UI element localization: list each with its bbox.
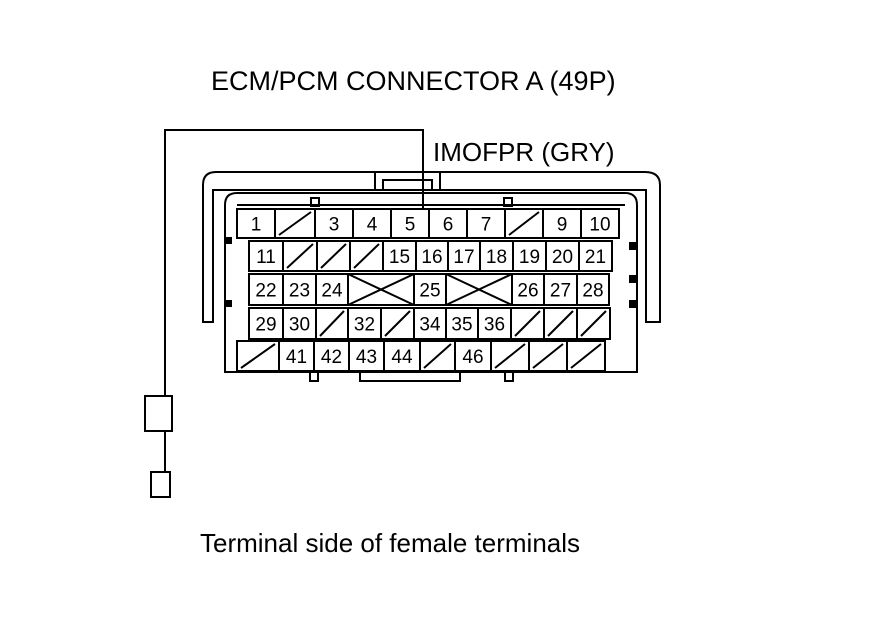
probe-terminal-female bbox=[144, 395, 173, 432]
connector-body bbox=[224, 192, 638, 373]
terminal-19: 19 bbox=[512, 240, 547, 272]
terminal-number: 10 bbox=[589, 215, 610, 236]
terminal-number: 11 bbox=[256, 247, 276, 268]
terminal-number: 42 bbox=[321, 347, 342, 368]
terminal-18: 18 bbox=[479, 240, 514, 272]
diagram-caption: Terminal side of female terminals bbox=[200, 528, 581, 558]
terminal-11: 11 bbox=[248, 240, 284, 272]
terminal-17: 17 bbox=[447, 240, 481, 272]
terminal-number: 23 bbox=[289, 281, 310, 302]
terminal-32: 32 bbox=[347, 307, 382, 340]
terminal-number: 5 bbox=[405, 215, 416, 236]
terminal-27: 27 bbox=[543, 273, 578, 306]
unused-cavity bbox=[576, 307, 611, 340]
terminal-22: 22 bbox=[248, 273, 284, 306]
terminal-number: 16 bbox=[421, 247, 442, 268]
terminal-29: 29 bbox=[248, 307, 284, 340]
terminal-41: 41 bbox=[278, 340, 315, 372]
terminal-35: 35 bbox=[445, 307, 479, 340]
terminal-number: 35 bbox=[451, 315, 472, 336]
terminal-number: 29 bbox=[255, 315, 276, 336]
connector-latch bbox=[374, 172, 441, 190]
terminal-5: 5 bbox=[390, 208, 430, 239]
terminal-number: 9 bbox=[557, 215, 568, 236]
unused-cavity bbox=[528, 340, 568, 372]
terminal-number: 25 bbox=[419, 281, 440, 302]
terminal-number: 43 bbox=[356, 347, 377, 368]
terminal-number: 32 bbox=[354, 315, 375, 336]
terminal-number: 34 bbox=[419, 315, 441, 336]
terminal-6: 6 bbox=[428, 208, 468, 239]
terminal-number: 22 bbox=[255, 281, 276, 302]
terminal-number: 41 bbox=[286, 347, 307, 368]
terminal-3: 3 bbox=[314, 208, 354, 239]
terminal-26: 26 bbox=[511, 273, 545, 306]
blank-double-cavity bbox=[445, 273, 513, 306]
blank-double-cavity bbox=[347, 273, 415, 306]
terminal-9: 9 bbox=[542, 208, 582, 239]
terminal-number: 7 bbox=[481, 215, 492, 236]
terminal-number: 1 bbox=[251, 215, 262, 236]
terminal-16: 16 bbox=[415, 240, 449, 272]
terminal-number: 36 bbox=[484, 315, 505, 336]
terminal-number: 46 bbox=[462, 347, 483, 368]
terminal-36: 36 bbox=[477, 307, 512, 340]
terminal-1: 1 bbox=[236, 208, 276, 239]
terminal-34: 34 bbox=[413, 307, 447, 340]
unused-cavity bbox=[316, 240, 351, 272]
terminal-number: 27 bbox=[550, 281, 571, 302]
terminal-7: 7 bbox=[466, 208, 506, 239]
unused-cavity bbox=[504, 208, 544, 239]
unused-cavity bbox=[274, 208, 316, 239]
unused-cavity bbox=[490, 340, 530, 372]
terminal-number: 4 bbox=[367, 215, 378, 236]
terminal-number: 18 bbox=[486, 247, 507, 268]
diagram-title: ECM/PCM CONNECTOR A (49P) bbox=[211, 66, 616, 96]
terminal-30: 30 bbox=[282, 307, 317, 340]
connector-side-nubs bbox=[226, 237, 636, 308]
terminal-number: 28 bbox=[582, 281, 603, 302]
unused-cavity bbox=[282, 240, 318, 272]
terminal-number: 17 bbox=[453, 247, 474, 268]
unused-cavity bbox=[543, 307, 578, 340]
probe-wire bbox=[164, 129, 424, 472]
terminal-20: 20 bbox=[545, 240, 580, 272]
terminal-4: 4 bbox=[352, 208, 392, 239]
terminal-number: 26 bbox=[517, 281, 538, 302]
terminal-number: 21 bbox=[585, 247, 606, 268]
connector-shroud bbox=[202, 171, 661, 323]
connector-bottom-key bbox=[359, 372, 461, 382]
terminal-number: 15 bbox=[389, 247, 410, 268]
terminal-23: 23 bbox=[282, 273, 317, 306]
terminal-number: 19 bbox=[519, 247, 540, 268]
terminal-10: 10 bbox=[580, 208, 620, 239]
probe-terminal-male bbox=[150, 471, 171, 498]
unused-cavity bbox=[510, 307, 545, 340]
terminal-number: 24 bbox=[321, 281, 343, 302]
terminal-number: 3 bbox=[329, 215, 340, 236]
unused-cavity bbox=[315, 307, 349, 340]
terminal-number: 6 bbox=[443, 215, 454, 236]
terminal-number: 30 bbox=[289, 315, 310, 336]
unused-cavity bbox=[349, 240, 384, 272]
unused-cavity bbox=[566, 340, 606, 372]
unused-cavity bbox=[419, 340, 456, 372]
terminal-28: 28 bbox=[576, 273, 610, 306]
unused-cavity bbox=[236, 340, 280, 372]
terminal-number: 44 bbox=[391, 347, 413, 368]
unused-cavity bbox=[380, 307, 415, 340]
terminal-43: 43 bbox=[348, 340, 385, 372]
terminal-number: 20 bbox=[552, 247, 573, 268]
terminal-24: 24 bbox=[315, 273, 349, 306]
terminal-44: 44 bbox=[383, 340, 421, 372]
terminal-25: 25 bbox=[413, 273, 447, 306]
terminal-15: 15 bbox=[382, 240, 417, 272]
terminal-42: 42 bbox=[313, 340, 350, 372]
terminal-46: 46 bbox=[454, 340, 492, 372]
wire-label: IMOFPR (GRY) bbox=[433, 137, 615, 167]
terminal-21: 21 bbox=[578, 240, 613, 272]
